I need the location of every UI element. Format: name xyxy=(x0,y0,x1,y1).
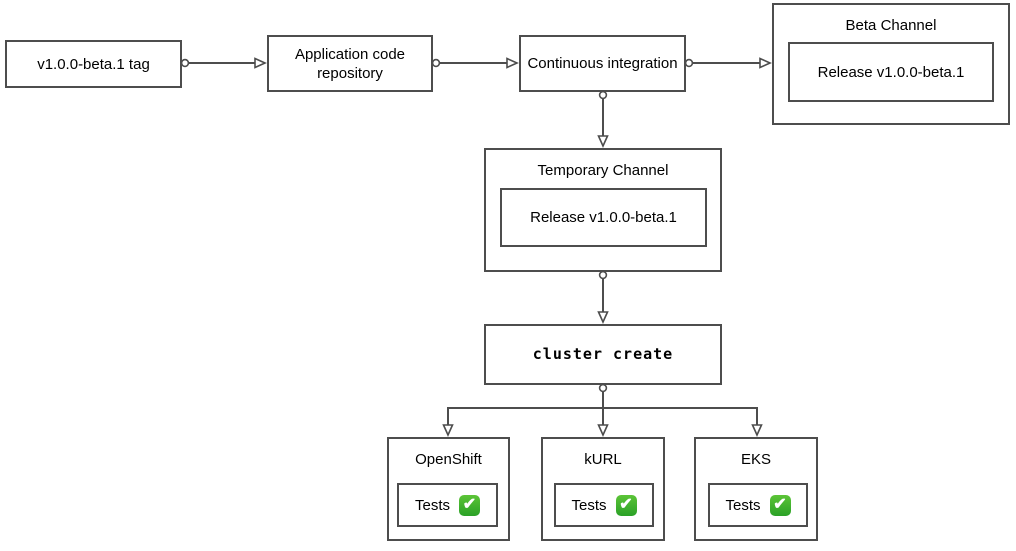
node-kurl-tests: Tests ✔ xyxy=(554,483,654,527)
node-openshift-title: OpenShift xyxy=(415,451,482,468)
node-kurl-title: kURL xyxy=(584,451,622,468)
node-cluster-create-label: cluster create xyxy=(532,345,674,363)
tests-label: Tests xyxy=(725,496,761,514)
check-mark-button-icon: ✔ xyxy=(615,494,637,516)
node-eks-tests: Tests ✔ xyxy=(708,483,808,527)
node-openshift-tests: Tests ✔ xyxy=(397,483,498,527)
tests-label: Tests xyxy=(571,496,607,514)
tests-label: Tests xyxy=(414,496,450,514)
node-temporary-release-label: Release v1.0.0-beta.1 xyxy=(530,209,677,226)
check-mark-button-icon: ✔ xyxy=(769,494,791,516)
node-temporary-channel: Temporary Channel Release v1.0.0-beta.1 xyxy=(484,148,722,272)
node-kurl: kURL Tests ✔ xyxy=(541,437,665,541)
node-openshift: OpenShift Tests ✔ xyxy=(387,437,510,541)
node-temporary-release: Release v1.0.0-beta.1 xyxy=(500,188,707,247)
node-continuous-integration-label: Continuous integration xyxy=(527,55,678,72)
node-beta-release: Release v1.0.0-beta.1 xyxy=(788,42,994,102)
node-cluster-create: cluster create xyxy=(484,324,722,385)
node-beta-channel-title: Beta Channel xyxy=(845,17,937,34)
node-app-code-repository-label: Application code repository xyxy=(294,45,406,82)
node-continuous-integration: Continuous integration xyxy=(519,35,686,92)
node-temporary-channel-title: Temporary Channel xyxy=(537,162,669,179)
node-version-tag-label: v1.0.0-beta.1 tag xyxy=(37,55,150,73)
node-beta-channel: Beta Channel Release v1.0.0-beta.1 xyxy=(772,3,1010,125)
node-eks-title: EKS xyxy=(740,451,771,468)
node-eks: EKS Tests ✔ xyxy=(694,437,818,541)
node-beta-release-label: Release v1.0.0-beta.1 xyxy=(817,63,965,81)
node-version-tag: v1.0.0-beta.1 tag xyxy=(5,40,182,88)
check-mark-button-icon: ✔ xyxy=(459,494,480,516)
node-app-code-repository: Application code repository xyxy=(267,35,433,92)
